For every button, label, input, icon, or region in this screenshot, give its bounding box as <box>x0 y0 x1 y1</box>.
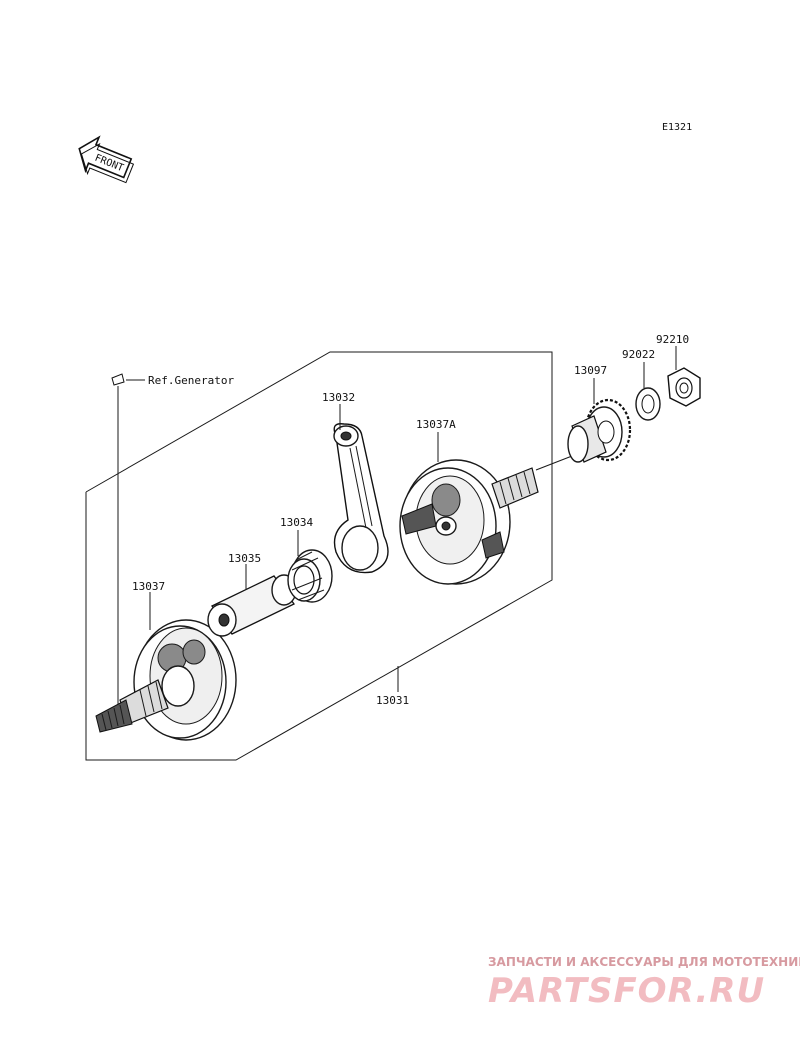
label-13097: 13097 <box>574 364 607 377</box>
label-92022: 92022 <box>622 348 655 361</box>
watermark-tagline: ЗАПЧАСТИ И АКСЕССУАРЫ ДЛЯ МОТОТЕХНИКИ <box>488 955 800 969</box>
watermark: ЗАПЧАСТИ И АКСЕССУАРЫ ДЛЯ МОТОТЕХНИКИ PA… <box>488 955 800 1011</box>
label-13031: 13031 <box>376 694 409 707</box>
ref-generator-label: Ref.Generator <box>148 374 234 387</box>
front-arrow-icon: FRONT <box>78 135 135 184</box>
label-13032: 13032 <box>322 391 355 404</box>
washer <box>635 387 661 421</box>
connecting-rod <box>333 423 389 574</box>
label-13034: 13034 <box>280 516 313 529</box>
needle-bearing <box>287 549 333 603</box>
diagram-code: E1321 <box>662 122 692 133</box>
crank-pin <box>207 574 297 637</box>
label-13037A: 13037A <box>416 418 456 431</box>
collar-nut <box>667 367 701 407</box>
label-13037: 13037 <box>132 580 165 593</box>
label-13035: 13035 <box>228 552 261 565</box>
ref-generator-callout: Ref.Generator <box>111 373 234 708</box>
gear <box>567 398 632 463</box>
left-flywheel <box>95 619 237 741</box>
label-92210: 92210 <box>656 333 689 346</box>
shaft-axis-line <box>535 455 573 471</box>
assembly-outline <box>85 351 553 761</box>
watermark-brand: PARTSFOR.RU <box>488 971 765 1011</box>
right-flywheel <box>399 459 539 585</box>
